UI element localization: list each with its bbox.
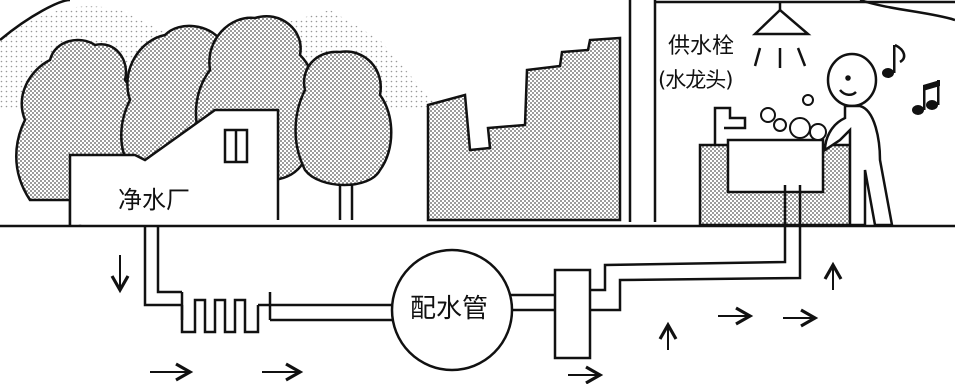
lamp-icon	[751, 2, 812, 68]
person-figure	[823, 52, 894, 227]
flow-arrows	[110, 255, 843, 384]
hydrant-label: 供水栓	[668, 34, 735, 59]
treatment-plant-label: 净水厂	[116, 186, 192, 214]
distribution-tank	[390, 248, 514, 372]
water-meter-box	[553, 268, 592, 360]
water-pipe	[143, 185, 802, 334]
faucet-label: (水龙头)	[658, 68, 733, 92]
music-note-icon	[882, 43, 940, 115]
bubbles-icon	[760, 94, 827, 141]
distribution-main-label: 配水管	[410, 294, 489, 324]
hill-outline	[0, 0, 71, 41]
sink-counter	[698, 106, 852, 227]
tree-4	[294, 50, 393, 220]
city-buildings	[426, 36, 622, 222]
